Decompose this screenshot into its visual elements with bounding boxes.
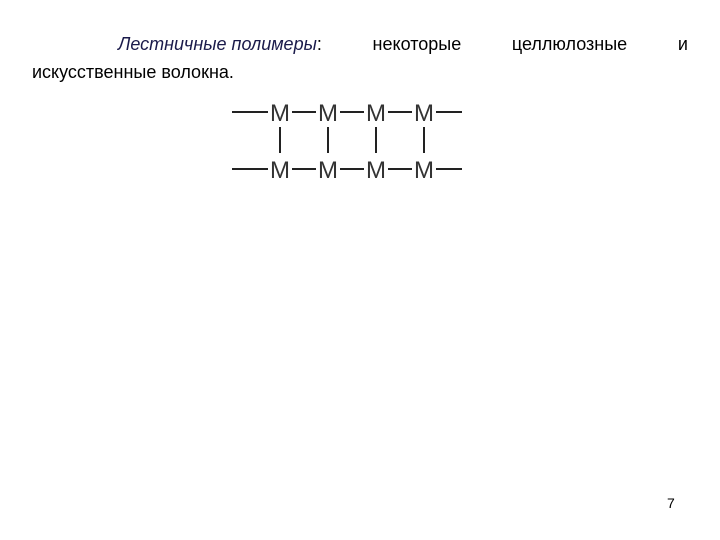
atom: M [270, 100, 290, 127]
paragraph: Лестничные полимеры: некоторые целлюлозн… [32, 30, 688, 87]
term: Лестничные полимеры [118, 34, 317, 54]
atom: M [270, 157, 290, 184]
paragraph-line-1: Лестничные полимеры: некоторые целлюлозн… [32, 30, 688, 59]
atom: M [318, 100, 338, 127]
ladder-polymer-formula: M M M M M M M M [232, 100, 462, 184]
atom: M [414, 100, 434, 127]
atom: M [414, 157, 434, 184]
word-2: целлюлозные [511, 34, 628, 54]
paragraph-line-2: искусственные волокна. [32, 61, 234, 82]
term-group: Лестничные полимеры: [118, 34, 322, 54]
word-1: некоторые [372, 34, 462, 54]
page-number: 7 [667, 495, 675, 511]
atom: M [318, 157, 338, 184]
word-3: и [677, 34, 688, 54]
atom: M [366, 157, 386, 184]
atom: M [366, 100, 386, 127]
